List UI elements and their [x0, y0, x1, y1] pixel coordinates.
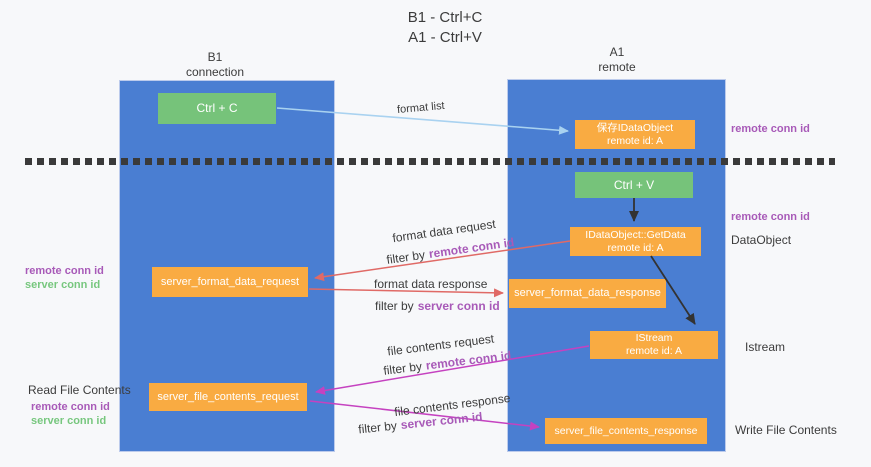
lane-header-a1: A1 remote — [557, 45, 677, 75]
annotation-left-server-conn-id-1: server conn id — [25, 279, 101, 291]
annotation-left-server-conn-id-2: server conn id — [31, 415, 107, 427]
server-conn-id-text: server conn id — [417, 299, 500, 313]
ctrl-v-box: Ctrl + V — [575, 172, 693, 198]
annotation-left-remote-conn-id-2: remote conn id — [31, 401, 110, 413]
annotation-istream: Istream — [745, 340, 786, 354]
server-file-contents-request-box: server_file_contents_request — [149, 383, 307, 411]
lane-b1-name: B1 — [207, 50, 223, 64]
server-format-data-request-label: server_format_data_request — [160, 275, 300, 288]
save-idataobject-line1: 保存IDataObject — [596, 121, 674, 134]
title-line-2: A1 - Ctrl+V — [408, 29, 482, 46]
annotation-remote-conn-id-top: remote conn id — [731, 123, 810, 135]
annotation-remote-conn-id-mid: remote conn id — [731, 211, 810, 223]
idataobject-getdata-box: IDataObject::GetData remote id: A — [570, 227, 701, 256]
getdata-line2: remote id: A — [607, 241, 664, 254]
filter-by-text: filter by — [375, 299, 414, 313]
lane-header-b1: B1 connection — [155, 50, 275, 80]
server-format-data-response-box: server_format_data_response — [509, 279, 666, 308]
istream-line1: IStream — [635, 332, 673, 344]
filter-by-text: filter by — [357, 418, 398, 437]
server-file-contents-request-label: server_file_contents_request — [157, 390, 299, 403]
dashed-separator-line — [25, 158, 835, 165]
label-format-data-response: format data response — [374, 277, 488, 291]
istream-box: IStream remote id: A — [590, 331, 718, 359]
istream-line2: remote id: A — [625, 345, 683, 357]
save-idataobject-line2: remote id: A — [606, 134, 664, 147]
server-file-contents-response-box: server_file_contents_response — [545, 418, 707, 444]
filter-by-text: filter by — [382, 359, 423, 378]
diagram-title: B1 - Ctrl+C A1 - Ctrl+V — [375, 8, 515, 48]
lane-a1-sub: remote — [598, 60, 636, 74]
annotation-dataobject: DataObject — [731, 233, 792, 247]
title-line-1: B1 - Ctrl+C — [407, 9, 483, 26]
lane-a1-name: A1 — [609, 45, 625, 59]
server-file-contents-response-label: server_file_contents_response — [554, 424, 698, 437]
server-format-data-request-box: server_format_data_request — [152, 267, 308, 297]
save-idataobject-box: 保存IDataObject remote id: A — [575, 120, 695, 149]
ctrl-v-label: Ctrl + V — [613, 177, 655, 192]
ctrl-c-box: Ctrl + C — [158, 93, 276, 124]
server-format-data-response-label: server_format_data_response — [514, 287, 661, 299]
lane-b1-sub: connection — [185, 65, 245, 79]
remote-conn-id-text: remote conn id — [427, 235, 516, 261]
getdata-line1: IDataObject::GetData — [585, 228, 686, 241]
annotation-left-remote-conn-id-1: remote conn id — [25, 265, 104, 277]
label-format-list: format list — [396, 99, 446, 117]
filter-by-text: filter by — [385, 247, 426, 267]
annotation-write-file-contents: Write File Contents — [735, 423, 837, 437]
ctrl-c-label: Ctrl + C — [196, 101, 238, 115]
annotation-read-file-contents: Read File Contents — [28, 383, 131, 397]
